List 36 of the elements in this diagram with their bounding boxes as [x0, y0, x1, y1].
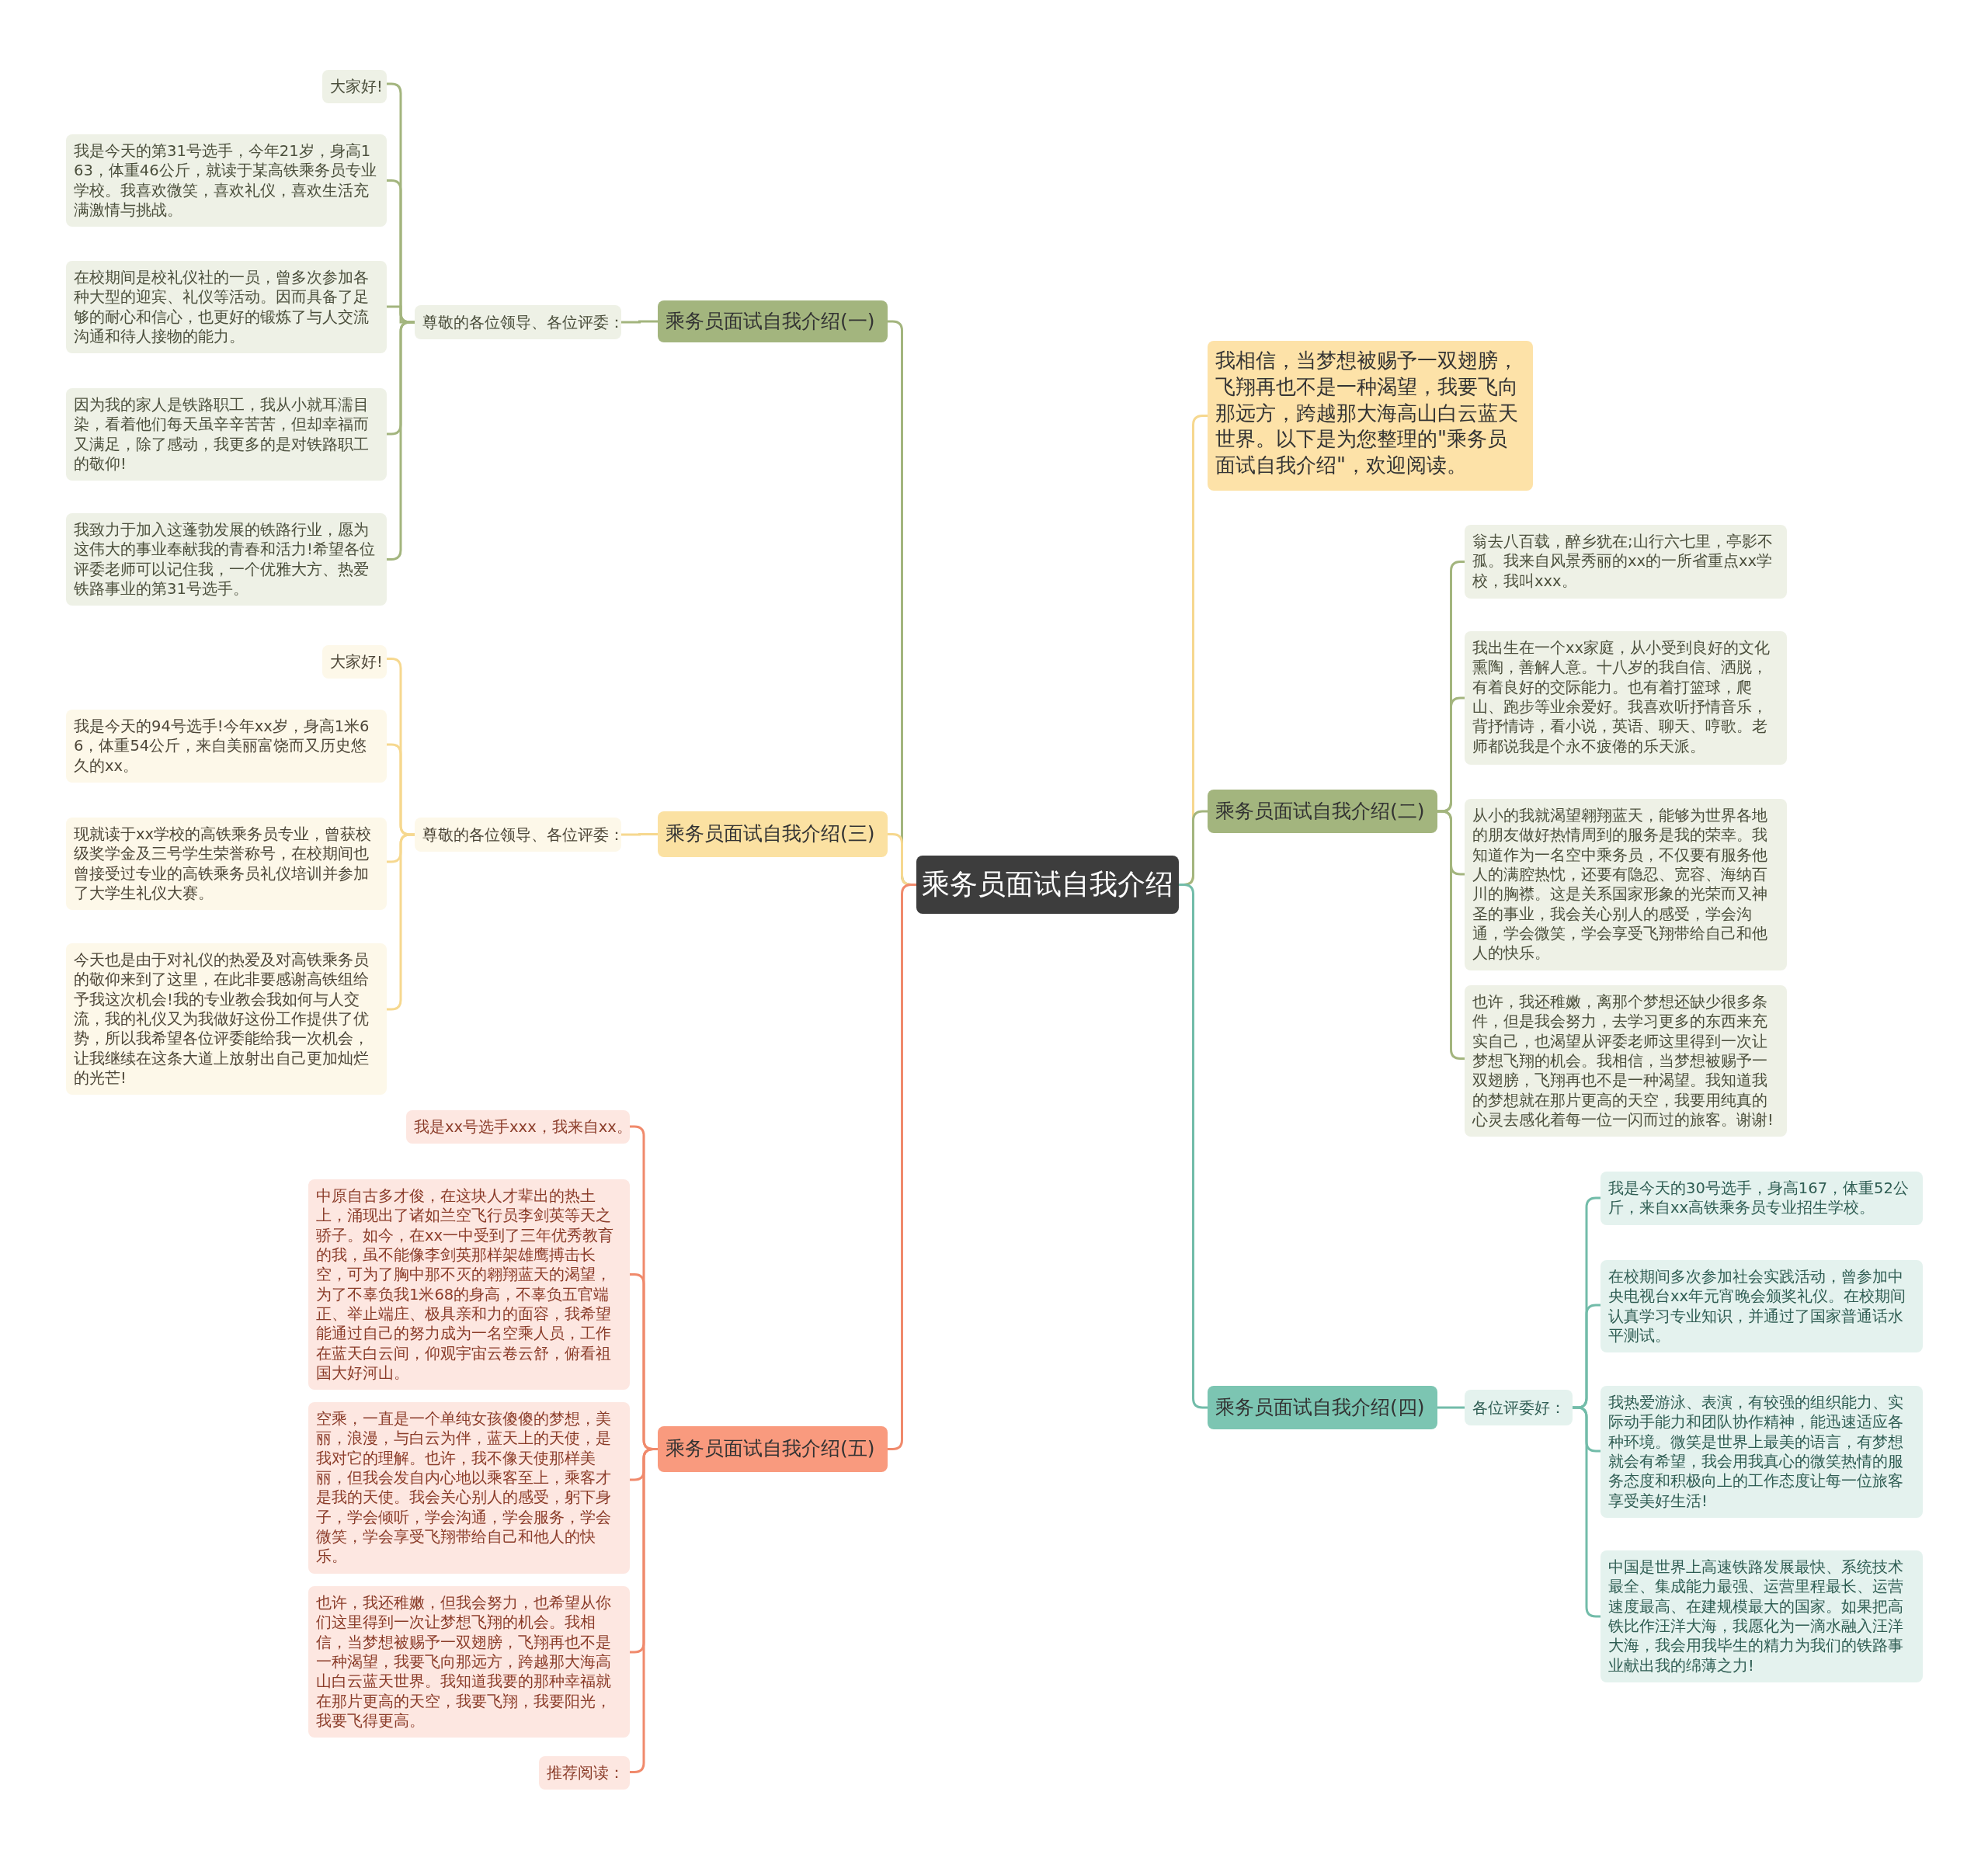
text-card: 在校期间是校礼仪社的一员，曾多次参加各种大型的迎宾、礼仪等活动。因而具备了足够的耐心和信心，也更好的锻炼了与人交流沟通和待人接物的能力。: [66, 261, 387, 354]
text-card: 从小的我就渴望翱翔蓝天，能够为世界各地的朋友做好热情周到的服务是我的荣幸。我知道作为一名空中乘务员，不仅要有服务他人的满腔热忱，还要有隐忍、宽容、海纳百川的胸襟。这是关系国家形象的光荣而又神圣的事业，我会关心别人的感受，学会沟通，学会微笑，学会享受飞翔带给自己和他人的快乐。: [1465, 799, 1787, 970]
subtopic-box: 各位评委好：: [1465, 1390, 1573, 1425]
branch-topic: 乘务员面试自我介绍(四): [1208, 1386, 1437, 1429]
text-card: 我是xx号选手xxx，我来自xx。: [406, 1110, 630, 1144]
text-card: 翁去八百载，醉乡犹在;山行六七里，亭影不孤。我来自风景秀丽的xx的一所省重点xx学校，我叫xxx。: [1465, 525, 1787, 599]
text-card: 在校期间多次参加社会实践活动，曾参加中央电视台xx年元宵晚会颁奖礼仪。在校期间认真学习专业知识，并通过了国家普通话水平测试。: [1600, 1260, 1923, 1353]
text-card: 也许，我还稚嫩，但我会努力，也希望从你们这里得到一次让梦想飞翔的机会。我相信，当梦想被赐予一双翅膀，飞翔再也不是一种渴望，我要飞向那远方，跨越那大海高山白云蓝天世界。我知道我要的那种幸福就在那片更高的天空，我要飞翔，我要阳光，我要飞得更高。: [308, 1586, 630, 1738]
text-card: 大家好!: [322, 70, 387, 104]
text-card: 我是今天的第31号选手，今年21岁，身高163，体重46公斤，就读于某高铁乘务员专业学校。我喜欢微笑，喜欢礼仪，喜欢生活充满激情与挑战。: [66, 134, 387, 227]
text-card: 大家好!: [322, 645, 387, 679]
branch-topic: 乘务员面试自我介绍(五): [658, 1426, 888, 1472]
text-card: 推荐阅读：: [539, 1756, 630, 1790]
text-card: 我是今天的30号选手，身高167，体重52公斤，来自xx高铁乘务员专业招生学校。: [1600, 1172, 1923, 1225]
branch-topic: 乘务员面试自我介绍(三): [658, 811, 888, 857]
connector-line: [621, 833, 658, 836]
text-card: 因为我的家人是铁路职工，我从小就耳濡目染，看着他们每天虽辛辛苦苦，但却幸福而又满足，除了感动，我更多的是对铁路职工的敬仰!: [66, 388, 387, 481]
connector-line: [1573, 1406, 1600, 1618]
central-topic: 乘务员面试自我介绍: [916, 856, 1179, 914]
branch-topic: 乘务员面试自我介绍(二): [1208, 790, 1437, 833]
text-card: 中原自古多才俊，在这块人才辈出的热土上，涌现出了诸如兰空飞行员李剑英等天之骄子。如今，在xx一中受到了三年优秀教育的我，虽不能像李剑英那样架雄鹰搏击长空，可为了胸中那不灭的翱翔蓝天的渴望，为了不辜负我1米68的身高，不辜负五官端正、举止端庄、极具亲和力的面容，我希望能通过自己的努力成为一名空乘人员，工作在蓝天白云间，仰观宇宙云卷云舒，俯看祖国大好河山。: [308, 1179, 630, 1390]
subtopic-box: 尊敬的各位领导、各位评委：: [415, 818, 621, 852]
text-card: 也许，我还稚嫩，离那个梦想还缺少很多条件，但是我会努力，去学习更多的东西来充实自己，也渴望从评委老师这里得到一次让梦想飞翔的机会。我相信，当梦想被赐予一双翅膀，飞翔再也不是一种渴望。我知道我的梦想就在那片更高的天空，我要用纯真的心灵去感化着每一位一闪而过的旅客。谢谢!: [1465, 985, 1787, 1137]
text-card: 中国是世界上高速铁路发展最快、系统技术最全、集成能力最强、运营里程最长、运营速度最高、在建规模最大的国家。如果把高铁比作汪洋大海，我愿化为一滴水融入汪洋大海，我会用我毕生的精力为我们的铁路事业献出我的绵薄之力!: [1600, 1550, 1923, 1683]
text-card: 今天也是由于对礼仪的热爱及对高铁乘务员的敬仰来到了这里，在此非要感谢高铁组给予我这次机会!我的专业教会我如何与人交流，我的礼仪又为我做好这份工作提供了优势，所以我希望各位评委能给我一次机会，让我继续在这条大道上放射出自己更加灿烂的光芒!: [66, 943, 387, 1095]
connector-line: [1437, 1406, 1465, 1409]
text-card: 现就读于xx学校的高铁乘务员专业，曾获校级奖学金及三号学生荣誉称号，在校期间也曾接受过专业的高铁乘务员礼仪培训并参加了大学生礼仪大赛。: [66, 818, 387, 911]
branch-topic: 乘务员面试自我介绍(一): [658, 300, 888, 342]
intro-card: 我相信，当梦想被赐予一双翅膀，飞翔再也不是一种渴望，我要飞向那远方，跨越那大海高山白云蓝天世界。以下是为您整理的"乘务员面试自我介绍"，欢迎阅读。: [1208, 341, 1533, 491]
text-card: 我出生在一个xx家庭，从小受到良好的文化熏陶，善解人意。十八岁的我自信、洒脱，有着良好的交际能力。也有着打篮球，爬山、跑步等业余爱好。我喜欢听抒情音乐，背抒情诗，看小说，英语、聊天、哼歌。老师都说我是个永不疲倦的乐天派。: [1465, 631, 1787, 765]
text-card: 我是今天的94号选手!今年xx岁，身高1米66，体重54公斤，来自美丽富饶而又历史悠久的xx。: [66, 710, 387, 783]
connector-line: [621, 320, 658, 324]
text-card: 我热爱游泳、表演，有较强的组织能力、实际动手能力和团队协作精神，能迅速适应各种环境。微笑是世界上最美的语言，有梦想就会有希望，我会用我真心的微笑热情的服务态度和积极向上的工作态度让每一位旅客享受美好生活!: [1600, 1386, 1923, 1519]
text-card: 我致力于加入这蓬勃发展的铁路行业，愿为这伟大的事业奉献我的青春和活力!希望各位评委老师可以记住我，一个优雅大方、热爱铁路事业的第31号选手。: [66, 513, 387, 606]
text-card: 空乘，一直是一个单纯女孩傻傻的梦想，美丽，浪漫，与白云为伴，蓝天上的天使，是我对它的理解。也许，我不像天使那样美丽，但我会发自内心地以乘客至上，乘客才是我的天使。我会关心别人的感受，躬下身子，学会倾听，学会沟通，学会服务，学会微笑，学会享受飞翔带给自己和他人的快乐。: [308, 1402, 630, 1574]
subtopic-box: 尊敬的各位领导、各位评委：: [415, 305, 621, 339]
